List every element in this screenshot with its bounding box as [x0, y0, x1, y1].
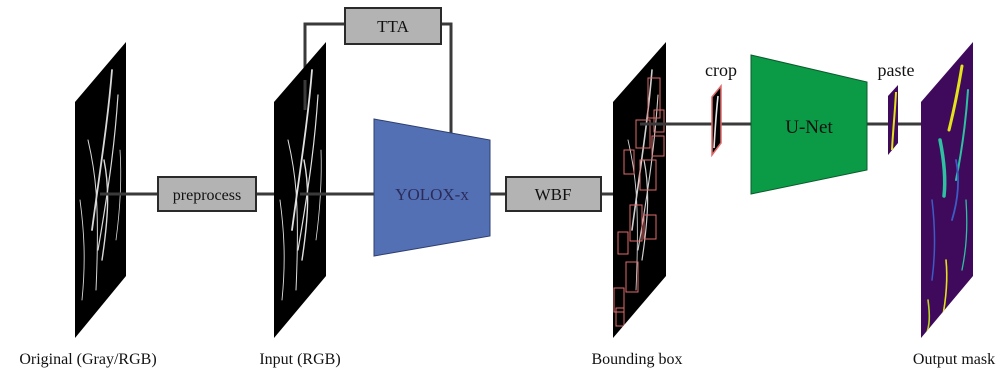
original-caption: Original (Gray/RGB): [19, 351, 156, 368]
connector-tta-yolox: [441, 22, 453, 140]
output-mask-panel: [921, 42, 973, 338]
bounding-box-panel: [613, 42, 666, 338]
yolox-block: YOLOX-x: [373, 118, 491, 257]
original-image-panel: [75, 42, 126, 338]
crop-label: crop: [705, 60, 737, 80]
tta-label: TTA: [377, 17, 409, 36]
tta-block: TTA: [344, 7, 442, 45]
unet-label: U-Net: [785, 117, 833, 138]
paste-label: paste: [878, 60, 915, 80]
input-caption: Input (RGB): [259, 351, 340, 368]
preprocess-block: preprocess: [157, 176, 257, 212]
detection-boxes: [613, 77, 665, 327]
output-caption: Output mask: [913, 351, 995, 368]
connector-input-tta: [303, 22, 345, 80]
input-image-panel: [274, 42, 326, 338]
wbf-label: WBF: [535, 185, 572, 204]
bounding-box-caption: Bounding box: [591, 351, 682, 368]
yolox-label: YOLOX-x: [395, 185, 469, 204]
unet-block: U-Net: [750, 54, 868, 195]
wbf-block: WBF: [505, 176, 602, 212]
paste-patch: paste: [878, 60, 915, 155]
crop-patch: crop: [705, 60, 737, 158]
preprocess-label: preprocess: [173, 187, 241, 204]
